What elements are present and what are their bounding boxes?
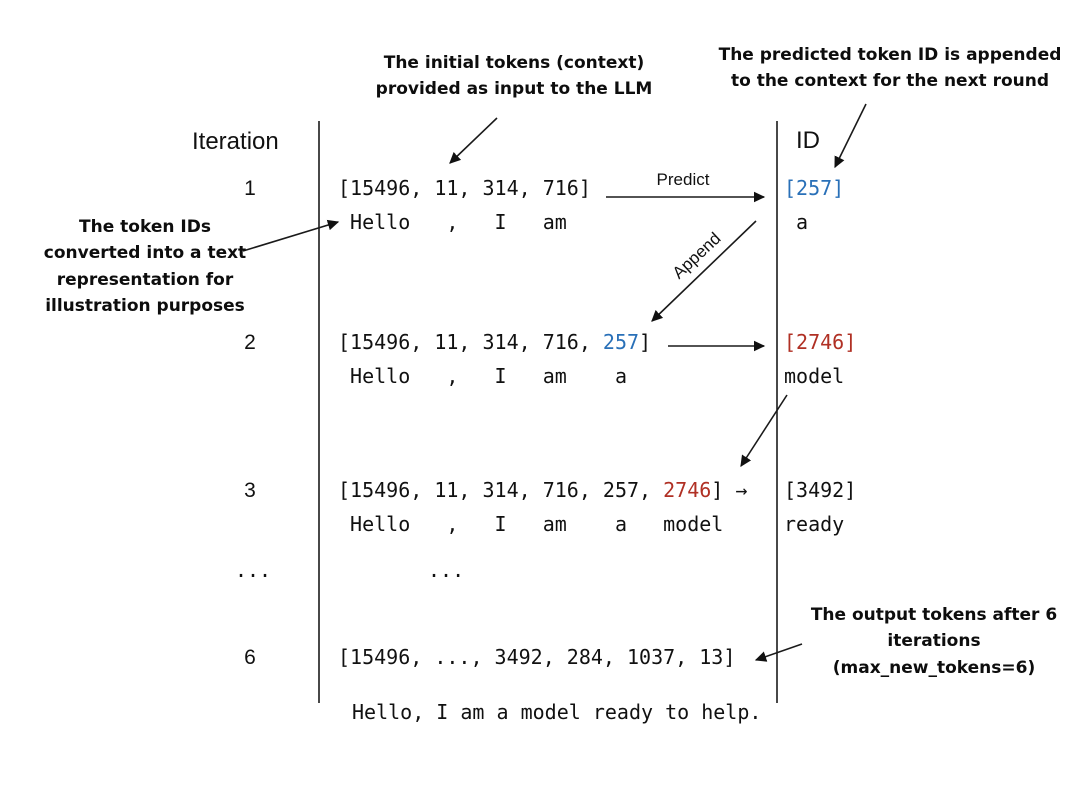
annotation-line: illustration purposes: [45, 296, 245, 317]
final-sentence: Hello, I am a model ready to help.: [352, 700, 762, 724]
predicted-id-row3: [3492]: [784, 478, 857, 502]
annotation-line: The output tokens after 6: [810, 605, 1058, 625]
decoded-text-row2: Hello , I am a: [338, 364, 627, 388]
token-array-text: [15496, ..., 3492, 284, 1037, 13]: [338, 645, 736, 669]
predicted-id-row2: [2746]: [784, 330, 857, 354]
highlighted-token: 257: [602, 330, 640, 354]
initial-tokens-annotation-arrow: [449, 117, 498, 164]
predicted-token-annotation: The predicted token ID is appended to th…: [710, 42, 1070, 95]
annotation-line: iterations (max_new_tokens=6): [832, 631, 1036, 678]
token-array-text: [15496, 11, 314, 716]: [338, 176, 591, 200]
predicted-word-row3: ready: [784, 512, 845, 536]
decoded-text-row1: Hello , I am: [338, 210, 567, 234]
annotation-line: The initial tokens (context): [383, 53, 645, 73]
annotation-line: representation for: [56, 269, 234, 290]
iteration-ellipsis: ...: [234, 558, 272, 582]
append-arrow-row3: [740, 394, 788, 468]
iteration-number: 2: [244, 331, 256, 354]
id-column-header: ID: [796, 127, 820, 154]
token-array-text: [15496, 11, 314, 716,: [338, 330, 603, 354]
predicted-word-row2: model: [784, 364, 845, 388]
token-array-text: ] →: [711, 478, 748, 502]
predict-arrow-label: Predict: [656, 170, 710, 189]
append-arrow-label: Append: [668, 228, 725, 283]
iteration-number: 6: [244, 646, 256, 669]
tokens-ellipsis: ...: [428, 558, 465, 582]
initial-tokens-annotation: The initial tokens (context) provided as…: [368, 50, 660, 103]
iteration-column-header: Iteration: [192, 128, 279, 155]
token-array-text: [15496, 11, 314, 716, 257,: [338, 478, 664, 502]
token-array-row3: [15496, 11, 314, 716, 257, 2746] →: [338, 478, 747, 502]
token-array-text: ]: [639, 330, 652, 354]
annotation-line: The token IDs: [79, 217, 211, 237]
output-tokens-annotation: The output tokens after 6 iterations (ma…: [786, 602, 1082, 681]
predicted-token-annotation-arrow: [834, 103, 867, 169]
iteration-number: 1: [244, 177, 256, 200]
highlighted-token: 2746: [663, 478, 712, 502]
token-array-row2: [15496, 11, 314, 716, 257]: [338, 330, 651, 354]
annotation-line: converted into a text: [43, 243, 247, 264]
annotation-line: provided as input to the LLM: [375, 79, 653, 100]
annotation-line: The predicted token ID is appended: [718, 45, 1062, 65]
annotation-line: to the context for the next round: [730, 71, 1050, 92]
decoded-text-row3: Hello , I am a model: [338, 512, 724, 536]
iteration-number: 3: [244, 479, 256, 502]
token-array-row6: [15496, ..., 3492, 284, 1037, 13]: [338, 645, 735, 669]
predicted-word-row1: a: [796, 210, 809, 234]
token-array-row1: [15496, 11, 314, 716]: [338, 176, 591, 200]
token-ids-annotation: The token IDs converted into a text repr…: [26, 214, 264, 319]
predicted-id-row1: [257]: [784, 176, 845, 200]
